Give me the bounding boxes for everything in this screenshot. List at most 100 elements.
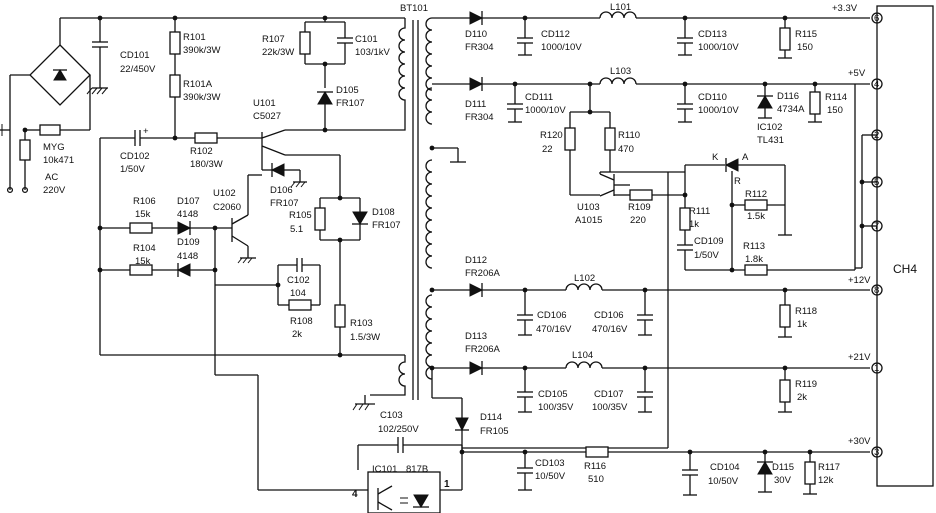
d108-diode	[352, 211, 368, 225]
r103-ref: R103	[350, 318, 373, 329]
r108-ref: R108	[290, 316, 313, 327]
r116-resistor	[585, 446, 609, 458]
r113-ref: R113	[743, 241, 765, 252]
d106-value: FR107	[270, 198, 299, 209]
c102-value: 104	[290, 288, 306, 299]
svg-text:3: 3	[874, 447, 879, 458]
r103-resistor	[334, 304, 346, 328]
cd105-ref: CD105	[538, 389, 568, 400]
r111-value: 1k	[689, 219, 699, 230]
r119-value: 2k	[797, 392, 807, 403]
cd104-value: 10/50V	[708, 476, 739, 487]
svg-text:1: 1	[874, 363, 879, 374]
myg-varistor	[39, 124, 61, 136]
r107-resistor	[299, 31, 311, 55]
svg-text:2: 2	[874, 130, 879, 141]
r117-value: 12k	[818, 475, 834, 486]
d110-diode	[469, 11, 484, 25]
r115-resistor	[779, 27, 791, 51]
cd101-value: 22/450V	[120, 64, 156, 75]
tl431-k: K	[712, 152, 719, 163]
r107-value: 22k/3W	[262, 47, 294, 58]
d115-ref: D115	[772, 462, 794, 473]
d114-diode	[455, 417, 469, 432]
d112-ref: D112	[465, 255, 487, 266]
ac-ref: AC	[45, 172, 58, 183]
r115-value: 150	[797, 42, 813, 53]
ch4-connector	[876, 5, 934, 487]
cd101-ref: CD101	[120, 50, 150, 61]
u103-value: A1015	[575, 215, 602, 226]
svg-text:+: +	[143, 126, 149, 137]
svg-text:5: 5	[874, 177, 879, 188]
cd102-ref: CD102	[120, 151, 150, 162]
rail-v21: +21V	[848, 352, 871, 363]
ch4-pin-2	[871, 129, 883, 141]
svg-text:4: 4	[874, 79, 879, 90]
tl431-a: A	[742, 152, 749, 163]
bt101-ref: BT101	[400, 3, 428, 14]
cd111-ref: CD111	[525, 92, 553, 103]
r115-ref: R115	[795, 29, 817, 40]
ac-fuse	[19, 139, 31, 161]
r112-resistor	[744, 199, 768, 211]
ic101-optocoupler	[367, 471, 441, 513]
r101a-resistor	[169, 74, 181, 98]
l104-ref: L104	[572, 350, 593, 361]
ch4-pin-1	[871, 362, 883, 374]
myg-ref: MYG	[43, 142, 65, 153]
c101-ref: C101	[355, 34, 378, 45]
c102-ref: C102	[287, 275, 310, 286]
r109-resistor	[629, 189, 653, 201]
r120-resistor	[564, 127, 576, 151]
r114-value: 150	[827, 105, 843, 116]
r113-resistor	[744, 264, 768, 276]
d108-ref: D108	[372, 207, 395, 218]
r112-ref: R112	[745, 189, 767, 200]
cd106a-value: 470/16V	[536, 324, 572, 335]
r103-value: 1.5/3W	[350, 332, 380, 343]
l101-ref: L101	[610, 2, 631, 13]
r108-value: 2k	[292, 329, 302, 340]
ch4-pin-3	[871, 446, 883, 458]
cd106b-ref: CD106	[594, 310, 624, 321]
d111-ref: D111	[465, 99, 486, 110]
ic101-value: 817B	[406, 464, 428, 475]
d114-value: FR105	[480, 426, 509, 437]
d108-value: FR107	[372, 220, 401, 231]
u101-value: C5027	[253, 111, 281, 122]
cd109-value: 1/50V	[694, 250, 719, 261]
r101-resistor	[169, 31, 181, 55]
r119-resistor	[779, 379, 791, 403]
r116-value: 510	[588, 474, 604, 485]
cd112-ref: CD112	[541, 29, 570, 40]
d110-value: FR304	[465, 42, 494, 53]
d109-ref: D109	[177, 237, 200, 248]
ch4-label: CH4	[893, 262, 917, 276]
cd105-value: 100/35V	[538, 402, 574, 413]
myg-value: 10k471	[43, 155, 74, 166]
cd113-ref: CD113	[698, 29, 727, 40]
r101-ref: R101	[183, 32, 206, 43]
r101-value: 390k/3W	[183, 45, 221, 56]
r106-resistor	[129, 222, 153, 234]
r118-resistor	[779, 304, 791, 328]
ch4-pin-5	[871, 176, 883, 188]
d113-diode	[469, 361, 484, 375]
cd106b-value: 470/16V	[592, 324, 628, 335]
d112-diode	[469, 283, 484, 297]
c103-ref: C103	[380, 410, 403, 421]
d105-ref: D105	[336, 85, 359, 96]
c101-value: 103/1kV	[355, 47, 391, 58]
d116-zener	[757, 95, 773, 109]
ac-value: 220V	[43, 185, 66, 196]
d116-ref: D116	[777, 91, 799, 102]
r109-value: 220	[630, 215, 646, 226]
d113-value: FR206A	[465, 344, 501, 355]
d106-diode	[270, 163, 285, 177]
cd112-value: 1000/10V	[541, 42, 582, 53]
u103-ref: U103	[577, 202, 600, 213]
r113-value: 1.8k	[745, 254, 763, 265]
r104-value: 15k	[135, 256, 151, 267]
l102-ref: L102	[574, 273, 595, 284]
